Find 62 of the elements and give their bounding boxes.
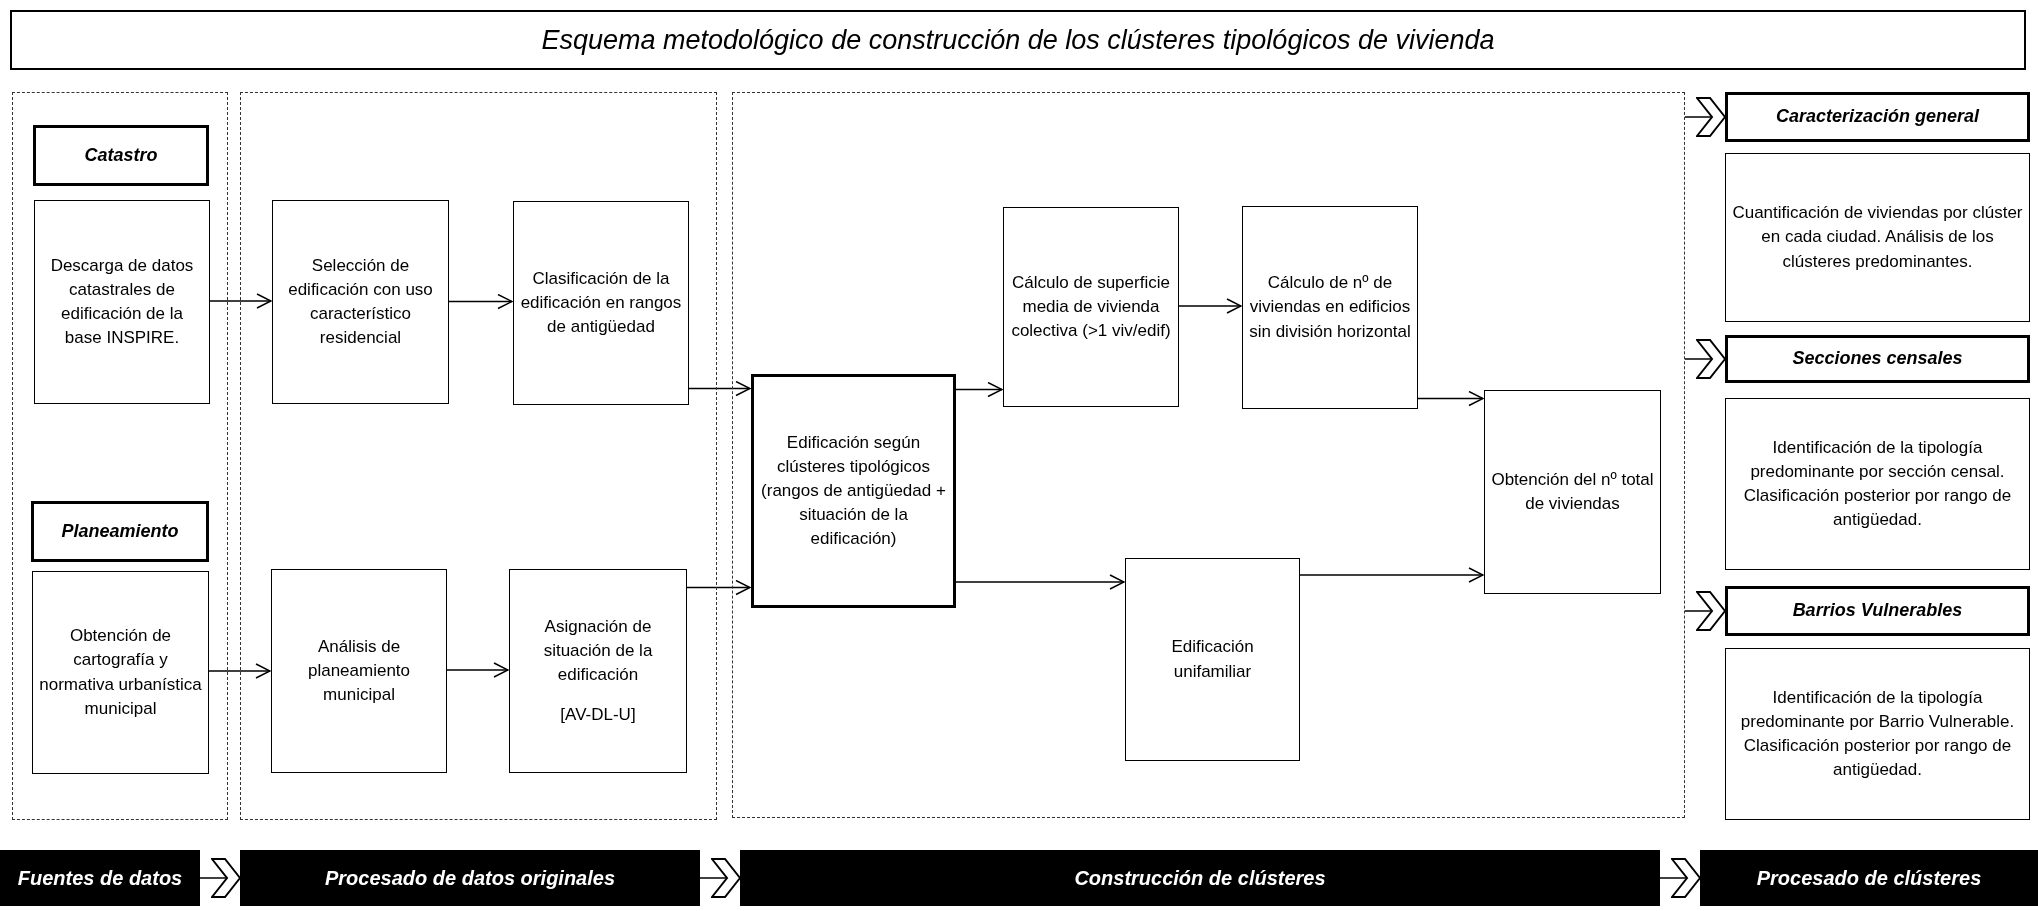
- node-text: Construcción de clústeres: [1074, 865, 1326, 891]
- dashed-frame: [732, 92, 1685, 818]
- process-box: [1484, 390, 1661, 594]
- stage-band: [240, 850, 700, 906]
- dashed-frame: [240, 92, 717, 820]
- node-text: Caracterización general: [1775, 105, 1980, 129]
- node-text: Cuantificación de viviendas por clúster en cada ciudad. Análisis de los clústeres predominantes.: [1732, 202, 2023, 273]
- node-text: Fuentes de datos: [17, 865, 183, 891]
- process-box: [509, 569, 687, 773]
- process-box: [32, 571, 209, 774]
- header-box: [1725, 335, 2030, 383]
- process-box: [1725, 398, 2030, 570]
- node-text: Edificación según clústeres tipológicos (rangos de antigüedad + situación de la edificación): [760, 431, 947, 551]
- header-box: [31, 501, 209, 562]
- process-box: [272, 200, 449, 404]
- node-text: Identificación de la tipología predominante por Barrio Vulnerable. Clasificación posterior por rango de antigüedad.: [1739, 686, 2016, 782]
- process-box: [1242, 206, 1418, 409]
- node-text: Edificación unifamiliar: [1170, 636, 1255, 683]
- arrow: [1298, 567, 1484, 583]
- node-text: Identificación de la tipología predominante por sección censal. Clasificación posterior por rango de antigüedad.: [1742, 436, 2013, 532]
- node-text: [AV-DL-U]: [560, 704, 636, 727]
- node-text: Obtención de cartografía y normativa urbanística municipal: [39, 625, 202, 720]
- arrow: [954, 574, 1125, 590]
- node-text: Cálculo de nº de viviendas en edificios sin división horizontal: [1249, 272, 1411, 343]
- node-text: Planeamiento: [61, 519, 179, 543]
- process-box: [1003, 207, 1179, 407]
- node-text: Procesado de clústeres: [1756, 865, 1982, 891]
- node-text: Análisis de planeamiento municipal: [306, 635, 412, 707]
- node-text: Descarga de datos catastrales de edificación de la base INSPIRE.: [49, 254, 195, 350]
- arrow: [208, 293, 272, 309]
- node-text: Secciones censales: [1792, 347, 1963, 371]
- header-box: [1725, 586, 2030, 636]
- stage-band: [740, 850, 1660, 906]
- arrow: [954, 381, 1003, 398]
- arrow: [207, 663, 271, 679]
- arrow: [447, 293, 513, 310]
- node-text: Clasificación de la edificación en rangos de antigüedad: [520, 267, 682, 339]
- process-box: [751, 374, 956, 608]
- header-box: [1725, 92, 2030, 142]
- stage-band: [0, 850, 200, 906]
- process-box: [513, 201, 689, 405]
- arrow: [445, 662, 509, 678]
- process-box: [271, 569, 447, 773]
- process-box: [1725, 648, 2030, 820]
- dashed-frame: [12, 92, 228, 820]
- node-text: Cálculo de superficie media de vivienda colectiva (>1 viv/edif): [1010, 271, 1172, 343]
- diagram-title: Esquema metodológico de construcción de los clústeres tipológicos de vivienda: [10, 10, 2026, 70]
- arrow: [1177, 298, 1242, 314]
- process-box: [1125, 558, 1300, 761]
- process-box: [1725, 153, 2030, 322]
- arrow: [1416, 390, 1484, 407]
- arrow: [685, 579, 751, 596]
- node-text: Obtención del nº total de viviendas: [1491, 468, 1654, 515]
- node-text: Selección de edificación con uso característico residencial: [287, 254, 434, 350]
- node-text: Catastro: [84, 143, 158, 167]
- node-text: Procesado de datos originales: [324, 865, 616, 891]
- stage-band: [1700, 850, 2038, 906]
- header-box: [33, 125, 209, 186]
- node-text: Asignación de situación de la edificación: [542, 615, 654, 686]
- node-text: Barrios Vulnerables: [1792, 599, 1963, 623]
- arrow: [687, 380, 751, 397]
- process-box: [34, 200, 210, 404]
